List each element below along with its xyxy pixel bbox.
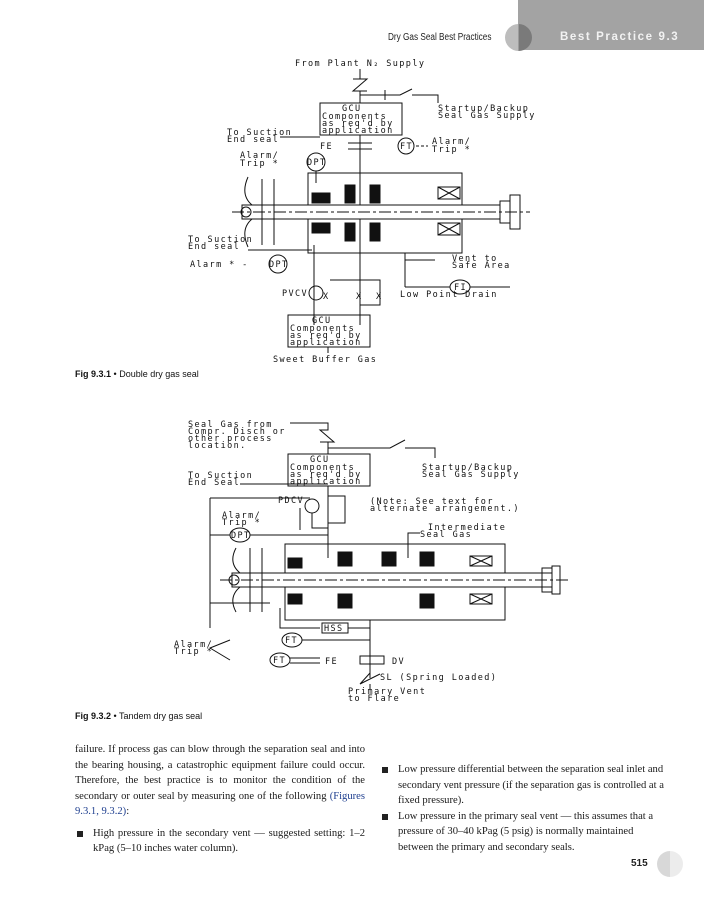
svg-text:To Suction: To Suction xyxy=(188,235,253,245)
figure-double-dry-gas-seal: From Plant N₂ Supply GCU Components as r… xyxy=(170,55,550,365)
label-plant-n2-supply: From Plant N₂ Supply xyxy=(295,59,425,69)
svg-text:Intermediate: Intermediate xyxy=(428,523,506,533)
figure-tandem-dry-gas-seal: Seal Gas from Compr. Disch or other proc… xyxy=(170,418,570,703)
svg-text:HSS: HSS xyxy=(324,624,344,634)
svg-text:GCU: GCU xyxy=(342,104,362,114)
svg-text:as req'd by: as req'd by xyxy=(290,470,362,480)
body-paragraph: failure. If process gas can blow through… xyxy=(75,744,365,818)
svg-text:To Suction: To Suction xyxy=(188,471,253,481)
svg-text:End Seal: End Seal xyxy=(188,478,240,488)
svg-text:FI: FI xyxy=(454,283,467,293)
svg-text:FT: FT xyxy=(273,656,286,666)
svg-text:End seal: End seal xyxy=(188,242,240,252)
svg-text:Seal Gas: Seal Gas xyxy=(420,530,472,540)
svg-text:DV: DV xyxy=(392,657,405,667)
svg-text:Alarm/: Alarm/ xyxy=(174,640,213,650)
svg-text:Safe Area: Safe Area xyxy=(452,261,511,271)
bullet-item: Low pressure differential between the se… xyxy=(380,762,670,809)
svg-text:application: application xyxy=(290,338,362,348)
gcu-box xyxy=(287,453,371,487)
svg-text:Vent to: Vent to xyxy=(452,254,498,264)
svg-text:GCU: GCU xyxy=(310,455,330,465)
svg-text:Trip *: Trip * xyxy=(174,647,213,657)
gcu-box-top xyxy=(319,102,403,136)
svg-text:End seal: End seal xyxy=(227,135,279,145)
svg-text:DPT: DPT xyxy=(307,158,327,168)
svg-text:as req'd by: as req'd by xyxy=(322,119,394,129)
svg-text:Trip *: Trip * xyxy=(222,518,261,528)
svg-text:Trip *: Trip * xyxy=(432,145,471,155)
svg-text:Compr. Disch or: Compr. Disch or xyxy=(188,427,286,437)
svg-text:Alarm * -: Alarm * - xyxy=(190,260,249,270)
svg-text:Alarm/: Alarm/ xyxy=(222,511,261,521)
svg-text:application: application xyxy=(290,477,362,487)
svg-text:SL (Spring Loaded): SL (Spring Loaded) xyxy=(380,673,497,683)
svg-text:FE: FE xyxy=(320,142,333,152)
svg-text:to Flare: to Flare xyxy=(348,694,400,703)
svg-text:X: X xyxy=(376,292,383,302)
svg-text:application: application xyxy=(322,126,394,136)
header-decorative-circle xyxy=(505,24,532,51)
svg-text:other process: other process xyxy=(188,434,273,444)
svg-text:Seal Gas from: Seal Gas from xyxy=(188,420,273,430)
gcu-box-bottom xyxy=(287,314,371,348)
svg-text:Alarm/: Alarm/ xyxy=(432,137,471,147)
svg-text:Trip *: Trip * xyxy=(240,159,279,169)
svg-text:DPT: DPT xyxy=(231,531,251,541)
figure-caption-9-3-2: Fig 9.3.2 • Tandem dry gas seal xyxy=(75,711,203,721)
body-left-column: failure. If process gas can blow through… xyxy=(75,742,365,857)
svg-text:X: X xyxy=(323,292,330,302)
svg-text:FT: FT xyxy=(285,636,298,646)
svg-text:(Note: See text for: (Note: See text for xyxy=(370,497,494,507)
figures-link[interactable]: (Figures 9.3.1, 9.3.2) xyxy=(75,790,365,818)
svg-text:PVCV: PVCV xyxy=(282,289,308,299)
svg-text:Components: Components xyxy=(290,324,355,334)
svg-text:GCU: GCU xyxy=(312,316,332,326)
svg-text:location.: location. xyxy=(188,441,247,451)
section-header-band xyxy=(518,0,704,50)
body-right-column: Low pressure differential between the se… xyxy=(380,762,670,855)
bullet-item: Low pressure in the primary seal vent — … xyxy=(380,809,670,856)
svg-text:FE: FE xyxy=(325,657,338,667)
svg-text:X: X xyxy=(356,292,363,302)
svg-text:Seal Gas Supply: Seal Gas Supply xyxy=(438,111,536,121)
svg-text:DPT: DPT xyxy=(269,260,289,270)
svg-text:Startup/Backup: Startup/Backup xyxy=(438,104,529,114)
section-label: Best Practice 9.3 xyxy=(560,31,680,43)
svg-text:Primary Vent: Primary Vent xyxy=(348,687,426,697)
svg-text:To Suction: To Suction xyxy=(227,128,292,138)
svg-text:FT: FT xyxy=(400,142,413,152)
page-number: 515 xyxy=(631,858,648,869)
svg-text:PDCV: PDCV xyxy=(278,496,304,506)
page-decorative-circle xyxy=(657,851,683,877)
svg-text:Alarm/: Alarm/ xyxy=(240,151,279,161)
svg-text:as req'd by: as req'd by xyxy=(290,331,362,341)
svg-text:Seal Gas Supply: Seal Gas Supply xyxy=(422,470,520,480)
svg-text:Components: Components xyxy=(322,112,387,122)
svg-text:Low Point Drain: Low Point Drain xyxy=(400,290,498,300)
svg-text:Sweet Buffer Gas: Sweet Buffer Gas xyxy=(273,355,377,365)
running-title: Dry Gas Seal Best Practices xyxy=(388,32,492,43)
svg-text:alternate arrangement.): alternate arrangement.) xyxy=(370,504,520,514)
figure-caption-9-3-1: Fig 9.3.1 • Double dry gas seal xyxy=(75,369,199,379)
svg-text:Components: Components xyxy=(290,463,355,473)
bullet-item: High pressure in the secondary vent — su… xyxy=(75,826,365,857)
svg-text:Startup/Backup: Startup/Backup xyxy=(422,463,513,473)
